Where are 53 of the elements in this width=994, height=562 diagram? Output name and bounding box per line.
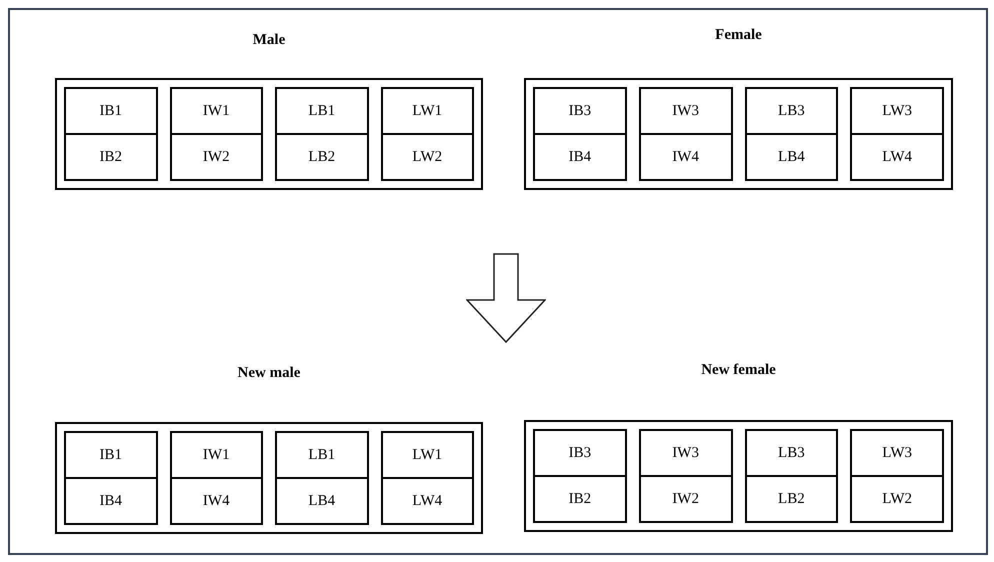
segment-column	[170, 87, 263, 181]
segment-column	[275, 431, 368, 525]
segment-label: LB2	[778, 488, 805, 510]
segment-label: LB3	[778, 100, 805, 122]
segment-label: IW3	[672, 442, 699, 464]
segment-column	[638, 429, 732, 523]
segment-column	[64, 87, 158, 181]
segment-label: LB4	[308, 490, 336, 512]
segment-label: IB4	[568, 146, 592, 168]
segment-label: IW1	[202, 444, 230, 466]
segment-label: IB3	[568, 442, 592, 464]
segment-label: LB2	[308, 146, 336, 168]
group-heading: New female	[701, 360, 776, 380]
segment-column	[744, 87, 838, 181]
group-heading: New male	[238, 364, 300, 383]
segment-label: IW3	[672, 100, 699, 122]
segment-label: IB1	[100, 100, 122, 122]
segment-label: LW2	[412, 146, 442, 168]
segment-column	[64, 431, 158, 525]
segment-label: LW4	[412, 490, 442, 512]
segment-column	[380, 87, 474, 181]
segment-label: LW3	[882, 442, 912, 464]
segment-column	[850, 87, 944, 181]
segment-label: IW2	[672, 488, 699, 510]
segment-label: LW4	[882, 146, 912, 168]
segment-label: LW1	[412, 100, 442, 122]
segment-label: IW4	[202, 490, 230, 512]
segment-label: IB2	[568, 488, 592, 510]
segment-column	[170, 431, 263, 525]
segment-label: IW4	[672, 146, 699, 168]
segment-column	[638, 87, 732, 181]
segment-label: IB4	[100, 490, 122, 512]
segment-label: IW2	[202, 146, 230, 168]
segment-label: LW2	[882, 488, 912, 510]
segment-column	[275, 87, 368, 181]
segment-column	[380, 431, 474, 525]
group-heading: Female	[715, 26, 762, 45]
segment-label: LW1	[412, 444, 442, 466]
down-arrow	[466, 253, 546, 343]
segment-column	[744, 429, 838, 523]
segment-column	[533, 429, 627, 523]
segment-label: LB1	[308, 444, 336, 466]
segment-label: LB4	[778, 146, 805, 168]
segment-label: LB3	[778, 442, 805, 464]
segment-label: IW1	[202, 100, 230, 122]
segment-label: IB3	[568, 100, 592, 122]
segment-label: LB1	[308, 100, 336, 122]
segment-column	[533, 87, 627, 181]
segment-label: LW3	[882, 100, 912, 122]
segment-column	[850, 429, 944, 523]
segment-label: IB1	[100, 444, 122, 466]
segment-label: IB2	[100, 146, 122, 168]
group-heading: Male	[252, 30, 286, 50]
